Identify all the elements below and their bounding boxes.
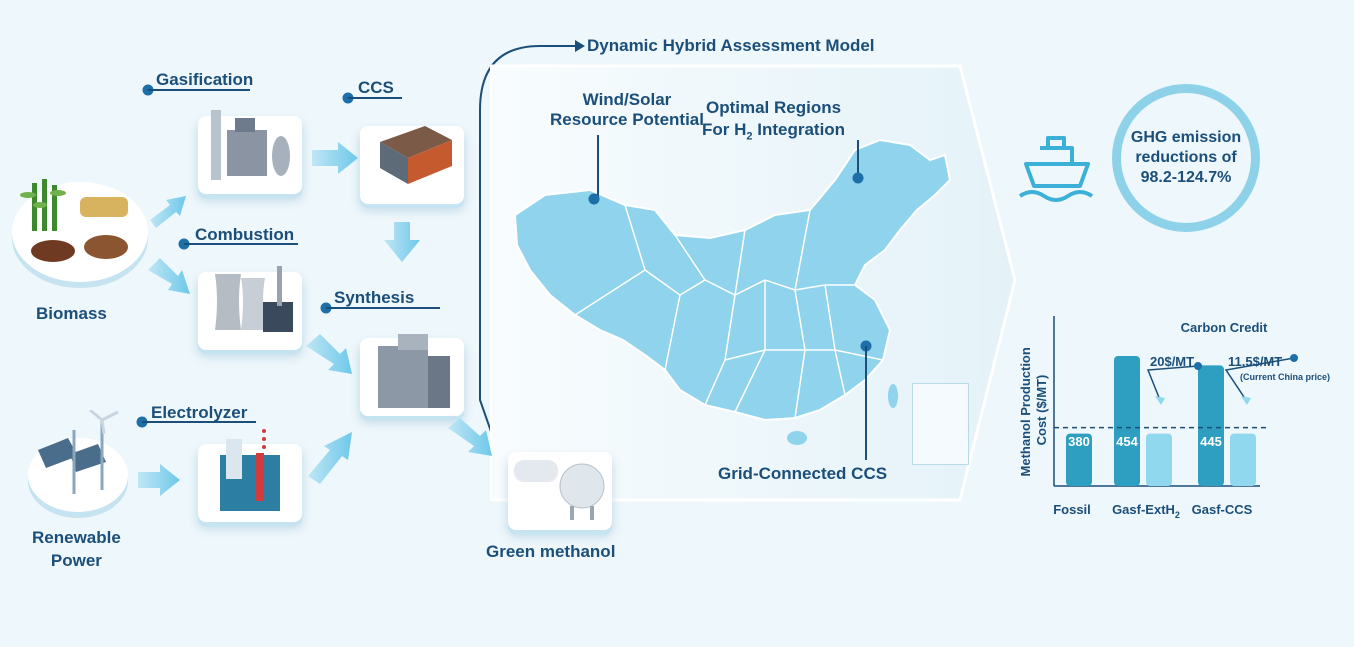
chart-bar-label: 380 bbox=[1068, 434, 1090, 449]
combustion-label: Combustion bbox=[195, 225, 295, 244]
chart-bar bbox=[1146, 433, 1172, 486]
model-title: Dynamic Hybrid Assessment Model bbox=[587, 36, 875, 55]
chart-x-tick-label: Gasf-ExtH2 bbox=[1112, 502, 1180, 520]
methanol-tank-icon bbox=[514, 460, 605, 520]
gasification-pointer bbox=[142, 84, 250, 96]
synthesis-icon bbox=[378, 334, 450, 408]
optimal-regions-label: Optimal Regions For H2 Integration bbox=[702, 98, 846, 143]
china-map bbox=[513, 138, 952, 445]
chart-x-tick-label: Fossil bbox=[1053, 502, 1091, 517]
ccs-pointer bbox=[342, 92, 402, 104]
chart-annotation-arrowhead bbox=[1155, 396, 1165, 405]
electrolyzer-label: Electrolyzer bbox=[151, 403, 248, 422]
combustion-pointer bbox=[178, 238, 298, 250]
chart-annotation: 11.5$/MT bbox=[1228, 354, 1282, 369]
wind-solar-label: Wind/Solar Resource Potential bbox=[550, 90, 704, 129]
chart-bar bbox=[1198, 365, 1224, 486]
chart-annotation-pointer bbox=[1146, 365, 1199, 401]
cost-chart: Carbon Credit Methanol Production Cost (… bbox=[1018, 316, 1330, 520]
biomass-icon bbox=[20, 179, 128, 262]
chart-ylabel: Methanol Production Cost ($/MT) bbox=[1018, 344, 1049, 477]
electrolyzer-pointer bbox=[136, 416, 256, 428]
factory-icon bbox=[380, 126, 452, 184]
chart-bar bbox=[1230, 433, 1256, 486]
ship-icon bbox=[1018, 136, 1094, 202]
methanol-label: Green methanol bbox=[486, 542, 616, 561]
ghg-circle: GHG emission reductions of 98.2-124.7% bbox=[1112, 84, 1260, 232]
chart-annotation-pointer bbox=[1224, 357, 1295, 401]
chart-bar bbox=[1066, 433, 1092, 486]
map-inset bbox=[912, 383, 969, 465]
wind-solar-pointer bbox=[588, 135, 600, 205]
ccs-label: CCS bbox=[358, 78, 394, 97]
grid-ccs-label: Grid-Connected CCS bbox=[718, 464, 888, 483]
renewable-label: Renewable Power bbox=[32, 528, 121, 570]
synthesis-pointer bbox=[320, 302, 440, 314]
chart-x-tick-label: Gasf-CCS bbox=[1192, 502, 1253, 517]
synthesis-label: Synthesis bbox=[334, 288, 415, 307]
gasification-label: Gasification bbox=[156, 70, 254, 89]
electrolyzer-icon bbox=[220, 429, 280, 511]
chart-ylabel-line1: Methanol Production bbox=[1018, 347, 1033, 476]
combustion-icon bbox=[215, 266, 293, 332]
chart-ylabel-line2: Cost ($/MT) bbox=[1034, 375, 1049, 446]
grid-ccs-pointer bbox=[860, 340, 872, 460]
chart-title: Carbon Credit bbox=[1181, 320, 1268, 335]
wind-solar-icon bbox=[38, 410, 119, 494]
chart-bar-label: 445 bbox=[1200, 434, 1222, 449]
chart-annotation-dot bbox=[1194, 362, 1202, 370]
optimal-regions-pointer bbox=[852, 140, 864, 184]
gasification-icon bbox=[211, 110, 290, 180]
chart-bar-label: 454 bbox=[1116, 434, 1138, 449]
chart-annotation-dot bbox=[1290, 354, 1298, 362]
biomass-label: Biomass bbox=[36, 304, 107, 323]
chart-annotation-arrowhead bbox=[1241, 396, 1251, 405]
chart-bar bbox=[1114, 356, 1140, 486]
chart-annotation-note: (Current China price) bbox=[1240, 372, 1330, 382]
chart-annotation: 20$/MT bbox=[1150, 354, 1194, 369]
